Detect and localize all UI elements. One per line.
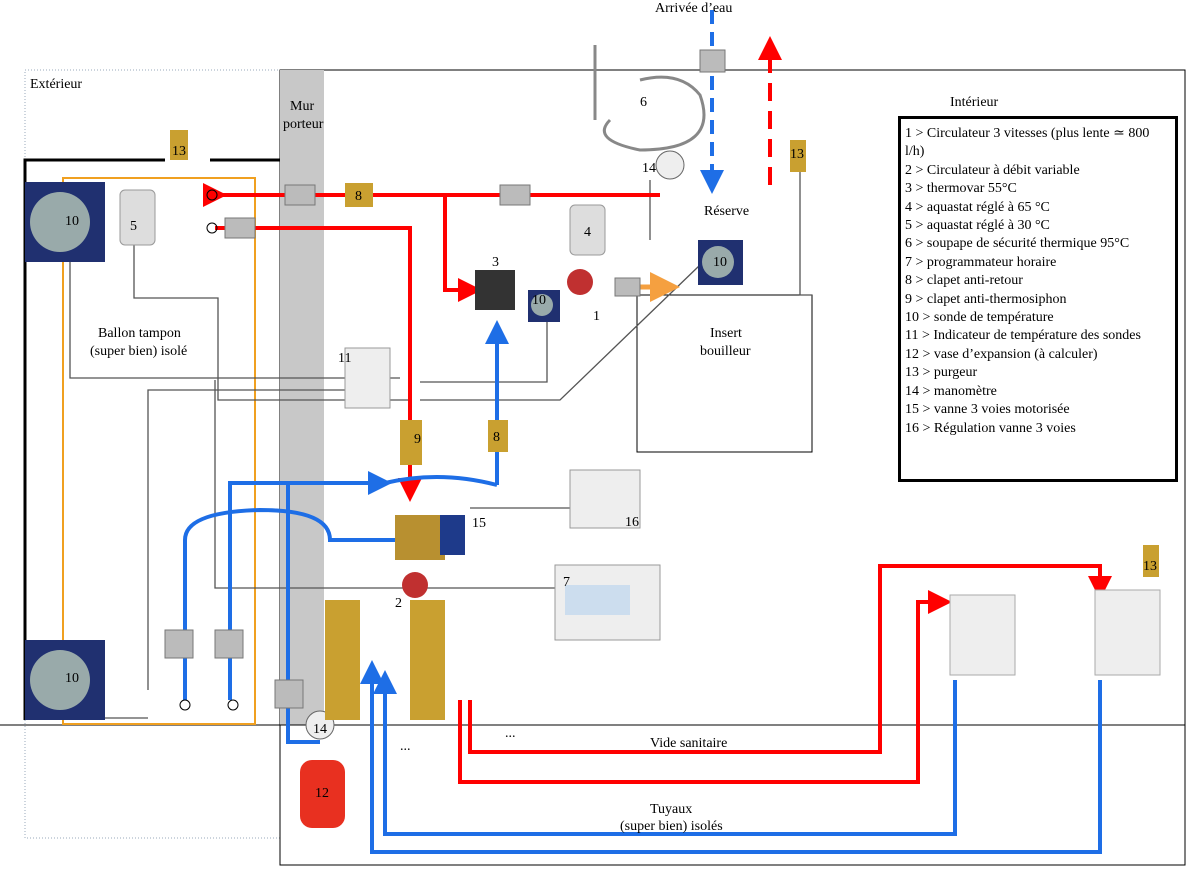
- radiator-icon: [1094, 589, 1161, 676]
- legend-item: 8 > clapet anti-retour: [905, 273, 1023, 289]
- label-10: 10: [65, 671, 79, 686]
- label-16: 16: [625, 515, 639, 530]
- legend-item: 16 > Régulation vanne 3 voies: [905, 420, 1076, 436]
- hot-pipes: [203, 36, 1112, 784]
- label-13: 13: [790, 147, 804, 162]
- label-6: 6: [640, 95, 647, 110]
- pressure-gauge-icon: [655, 150, 685, 180]
- label-5: 5: [130, 219, 137, 234]
- label-12: 12: [315, 786, 329, 801]
- label-10: 10: [713, 255, 727, 270]
- ellipsis: ...: [505, 726, 516, 741]
- legend-item: 10 > sonde de température: [905, 310, 1054, 326]
- label-7: 7: [563, 575, 570, 590]
- temperature-display-icon: [344, 347, 391, 409]
- label-14: 14: [642, 161, 656, 176]
- legend-item: 13 > purgeur: [905, 365, 978, 381]
- expansion-vessel-icon: [300, 760, 345, 828]
- manifold-icon: [410, 600, 445, 720]
- radiator-icon: [949, 594, 1016, 676]
- manifold-icon: [325, 600, 360, 720]
- cold-pipes: [183, 10, 1102, 854]
- ellipsis: ...: [400, 739, 411, 754]
- anti-thermosiphon-valve-icon: [400, 420, 422, 465]
- air-vent-icon: [170, 130, 188, 160]
- circulator-icon: [567, 269, 593, 295]
- insert-label: Insert: [710, 326, 742, 341]
- label-8: 8: [493, 430, 500, 445]
- legend-item: 2 > Circulateur à débit variable: [905, 162, 1080, 178]
- legend-item: 6 > soupape de sécurité thermique 95°C: [905, 236, 1130, 252]
- air-vent-icon: [790, 140, 806, 172]
- pipes-label: (super bien) isolés: [620, 819, 723, 834]
- pipes-label: Tuyaux: [650, 802, 692, 817]
- circulator-icon: [402, 572, 428, 598]
- tank-label: (super bien) isolé: [90, 344, 187, 359]
- component-icons: [25, 45, 1161, 828]
- label-13: 13: [1143, 559, 1157, 574]
- label-14: 14: [313, 722, 327, 737]
- legend-item: 11 > Indicateur de température des sonde…: [905, 328, 1141, 344]
- label-10: 10: [65, 214, 79, 229]
- tank-label: Ballon tampon: [98, 326, 181, 341]
- legend-box: 1 > Circulateur 3 vitesses (plus lente ≃…: [898, 116, 1178, 482]
- legend-item: 15 > vanne 3 voies motorisée: [905, 402, 1070, 418]
- check-valve-icon: [488, 420, 508, 452]
- label-3: 3: [492, 255, 499, 270]
- legend-item: 1 > Circulateur 3 vitesses (plus lente ≃…: [905, 126, 1150, 160]
- interior-label: Intérieur: [950, 95, 999, 110]
- wall-label: porteur: [283, 117, 324, 132]
- valve-regulator-icon: [569, 469, 641, 529]
- label-1: 1: [593, 309, 600, 324]
- legend-item: 3 > thermovar 55°C: [905, 181, 1017, 197]
- insert-boiler: [636, 294, 813, 453]
- legend-item: 14 > manomètre: [905, 383, 997, 399]
- label-2: 2: [395, 596, 402, 611]
- label-8: 8: [355, 189, 362, 204]
- label-13: 13: [172, 144, 186, 159]
- reserve-label: Réserve: [704, 204, 749, 219]
- label-4: 4: [584, 225, 591, 240]
- label-9: 9: [414, 432, 421, 447]
- sensor-wiring: [25, 150, 812, 719]
- legend-item: 5 > aquastat réglé à 30 °C: [905, 218, 1050, 234]
- ball-valve-icon: [164, 49, 726, 709]
- buffer-tank: [62, 177, 256, 725]
- legend-item: 7 > programmateur horaire: [905, 254, 1057, 270]
- check-valve-icon: [345, 183, 373, 207]
- crawlspace-label: Vide sanitaire: [650, 736, 727, 751]
- label-15: 15: [472, 516, 486, 531]
- label-11: 11: [338, 351, 351, 366]
- pipe-ends: [179, 189, 239, 711]
- label-10: 10: [532, 293, 546, 308]
- aquastat-icon: [569, 204, 606, 256]
- water-inlet-label: Arrivée d’eau: [655, 1, 732, 16]
- tank-enclosure: [23, 158, 280, 720]
- motorized-valve-icon: [395, 515, 445, 560]
- insert-label: bouilleur: [700, 344, 751, 359]
- aquastat-icon: [119, 189, 156, 246]
- exterior-label: Extérieur: [30, 77, 82, 92]
- legend-item: 4 > aquastat réglé à 65 °C: [905, 199, 1050, 215]
- thermovar-icon: [475, 270, 515, 310]
- legend-item: 9 > clapet anti-thermosiphon: [905, 291, 1067, 307]
- legend-item: 12 > vase d’expansion (à calculer): [905, 346, 1098, 362]
- air-vent-icon: [1143, 545, 1159, 577]
- safety-valve-icon: [593, 45, 706, 152]
- wall-label: Mur: [290, 99, 314, 114]
